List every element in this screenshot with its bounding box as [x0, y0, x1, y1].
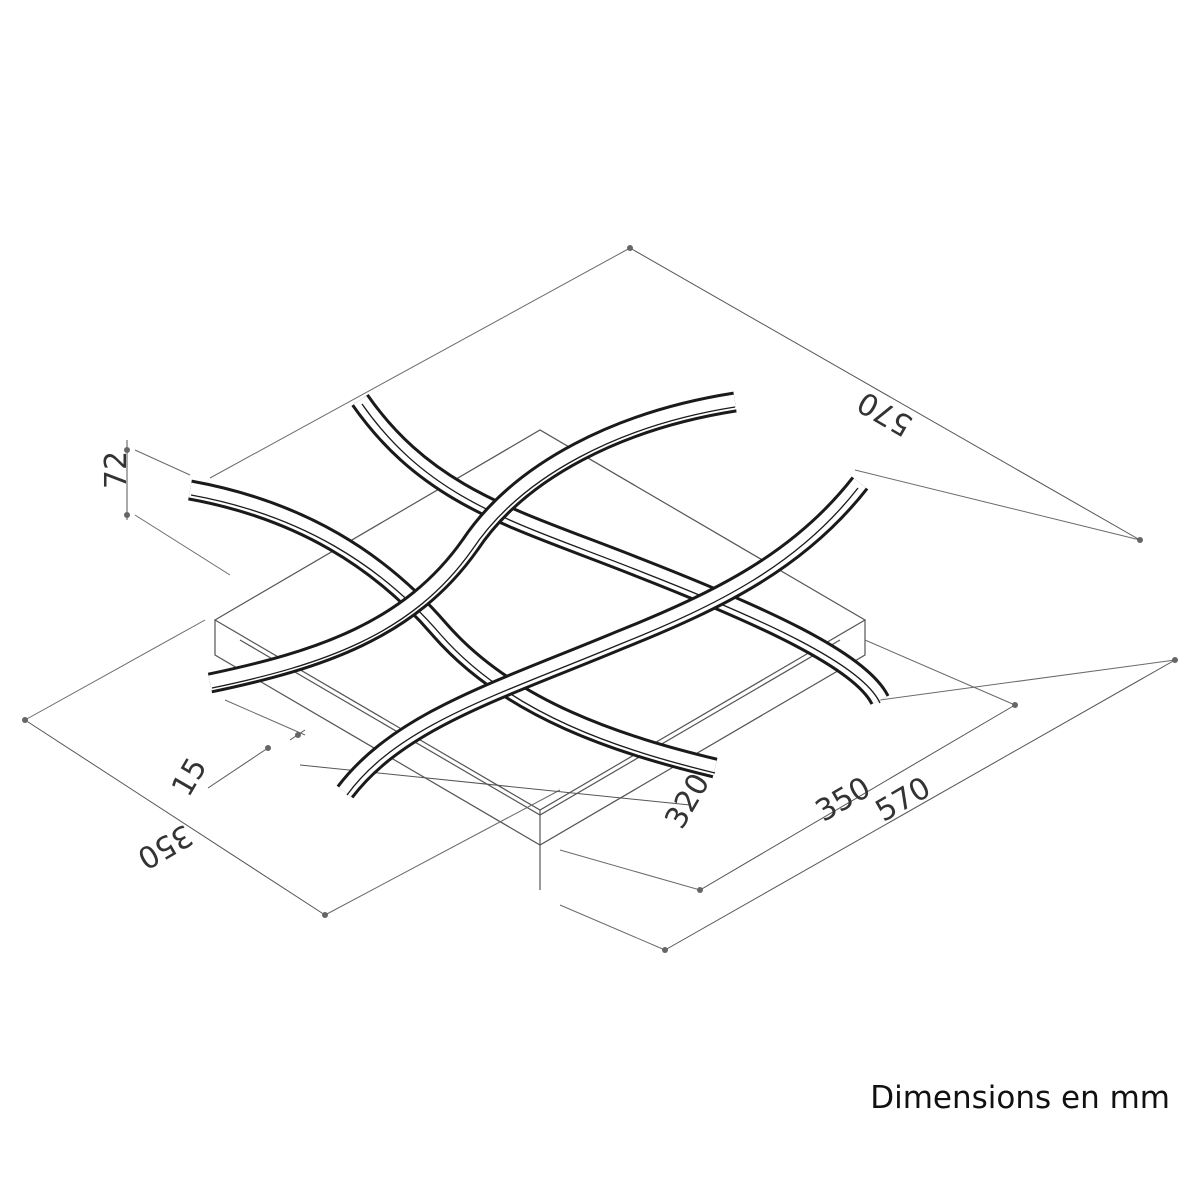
caption-units: Dimensions en mm: [870, 1080, 1170, 1116]
bar-c: [207, 391, 737, 694]
dim-320-span: 320: [658, 768, 717, 835]
base-box: [213, 429, 867, 890]
dim-570-bottom: 570: [870, 770, 937, 829]
dim-15-bar-width: 15: [165, 752, 214, 803]
bar-a: [351, 393, 890, 706]
bar-d: [336, 476, 869, 799]
dim-72-height: 72: [99, 451, 134, 489]
bar-b: [188, 479, 718, 779]
dim-350-right: 350: [810, 770, 877, 829]
extension-lines: [24, 247, 1176, 951]
light-bars: [188, 391, 890, 799]
dim-570-top: 570: [852, 384, 919, 443]
